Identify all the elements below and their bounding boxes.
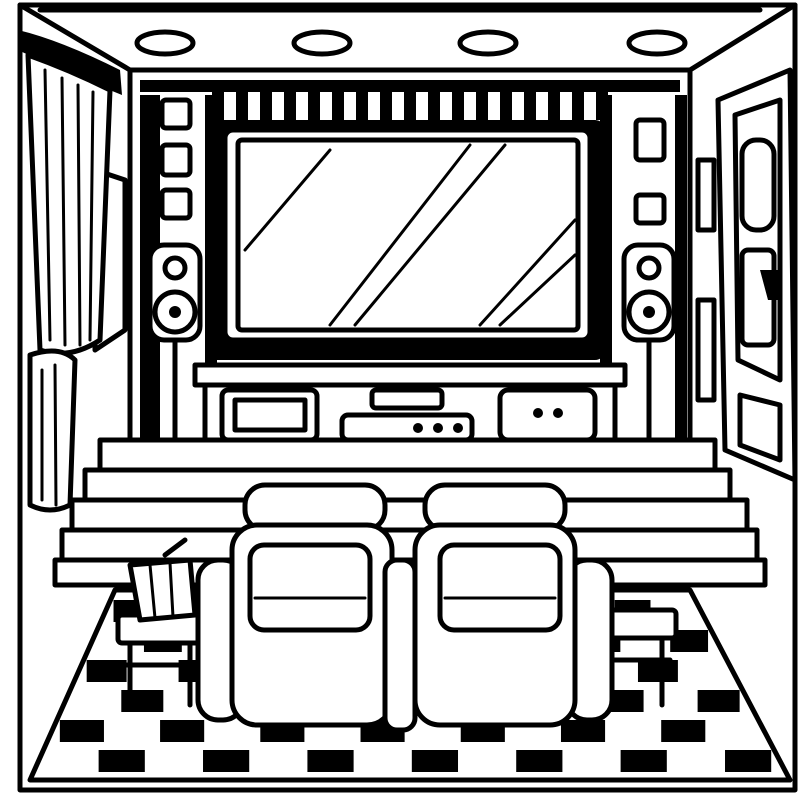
rug-tile [59,720,104,742]
rug-tile [560,720,606,742]
wall-stripe [260,92,272,120]
door [695,67,798,483]
wall-stripe [675,95,687,445]
wall-stripe [452,92,464,120]
rug-tile [725,750,772,772]
armchair-right [412,482,615,728]
armchair-left [195,482,418,733]
curtain [18,30,122,513]
ceiling-lights [134,29,688,57]
rug-tile [620,750,667,772]
ceiling-light [626,29,688,57]
wall-stripe [428,92,440,120]
rug-tile [98,750,145,772]
ceiling-light [134,29,196,57]
wall-stripe [308,92,320,120]
right-speaker [621,117,677,453]
wall-stripe [548,92,560,120]
wall-stripe [500,92,512,120]
rug-tile [160,720,205,742]
wall-stripe [236,92,248,120]
ceiling-light [457,29,519,57]
rug-tile [516,750,563,772]
rug-tile [411,750,459,772]
tv-screen [205,120,605,360]
wall-stripe [356,92,368,120]
rug-tile [661,720,706,742]
rug-tile [203,750,250,772]
left-speaker [147,97,203,453]
stage-steps [52,437,768,588]
rug-tile [670,630,709,652]
rug-tile [697,690,740,712]
wall-stripe [380,92,392,120]
wall-stripe [404,92,416,120]
wall-stripe [476,92,488,120]
rug-tile [307,750,354,772]
wall-stripe [332,92,344,120]
wall-stripe [284,92,296,120]
popcorn-box [127,537,198,623]
wall-stripe [524,92,536,120]
rug-tile [86,660,127,682]
wall-stripe [572,92,584,120]
rug-tile [637,660,678,682]
media-console [192,362,628,448]
ceiling-light [291,29,353,57]
